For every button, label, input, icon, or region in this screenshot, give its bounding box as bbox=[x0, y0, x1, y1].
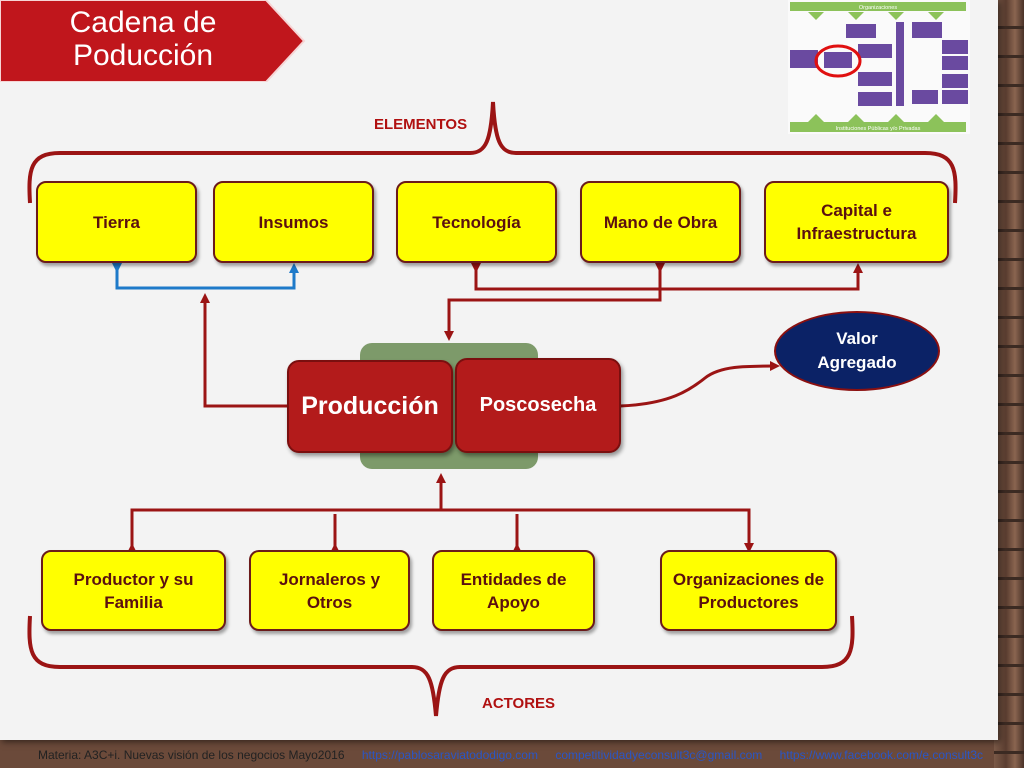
footer-email-link[interactable]: competitividadyeconsult3c@gmail.com bbox=[555, 748, 763, 762]
connector-lines bbox=[27, 101, 958, 717]
poscosecha-box: Poscosecha bbox=[455, 358, 621, 453]
mini-top-label: Organizaciones bbox=[859, 5, 897, 11]
slide: Cadena de Poducción Organizaciones bbox=[0, 0, 998, 740]
actores-brace bbox=[27, 615, 855, 717]
elemento-insumos: Insumos bbox=[213, 181, 374, 263]
actores-label: ACTORES bbox=[482, 695, 556, 712]
elementos-label: ELEMENTOS bbox=[374, 116, 468, 133]
valor-agregado-label: Valor Agregado bbox=[817, 329, 897, 372]
footer: Materia: A3C+i. Nuevas visión de los neg… bbox=[38, 748, 997, 762]
footer-materia: Materia: A3C+i. Nuevas visión de los neg… bbox=[38, 748, 345, 762]
slide-title: Cadena de Poducción bbox=[69, 6, 217, 72]
footer-facebook-link[interactable]: https://www.facebook.com/e.consult3c bbox=[779, 748, 984, 762]
actor-productor-familia: Productor y su Familia bbox=[41, 550, 226, 631]
brick-wall-background bbox=[994, 0, 1024, 768]
chain-overview-thumbnail: Organizaciones bbox=[788, 0, 970, 134]
mini-bottom-label: Instituciones Públicas y/o Privadas bbox=[836, 126, 921, 132]
actor-organizaciones-productores: Organizaciones de Productores bbox=[660, 550, 837, 631]
valor-agregado-ellipse: Valor Agregado bbox=[774, 311, 940, 391]
footer-website-link[interactable]: https://pablosaraviatododigo.com bbox=[361, 748, 538, 762]
blue-connector bbox=[112, 263, 299, 290]
elemento-capital-infraestructura: Capital e Infraestructura bbox=[764, 181, 949, 263]
actor-jornaleros: Jornaleros y Otros bbox=[249, 550, 410, 631]
elemento-mano-de-obra: Mano de Obra bbox=[580, 181, 741, 263]
title-banner bbox=[0, 0, 306, 82]
elementos-brace bbox=[27, 101, 958, 204]
actor-entidades-apoyo: Entidades de Apoyo bbox=[432, 550, 595, 631]
elemento-tecnologia: Tecnología bbox=[396, 181, 557, 263]
elemento-tierra: Tierra bbox=[36, 181, 197, 263]
produccion-box: Producción bbox=[287, 360, 453, 453]
